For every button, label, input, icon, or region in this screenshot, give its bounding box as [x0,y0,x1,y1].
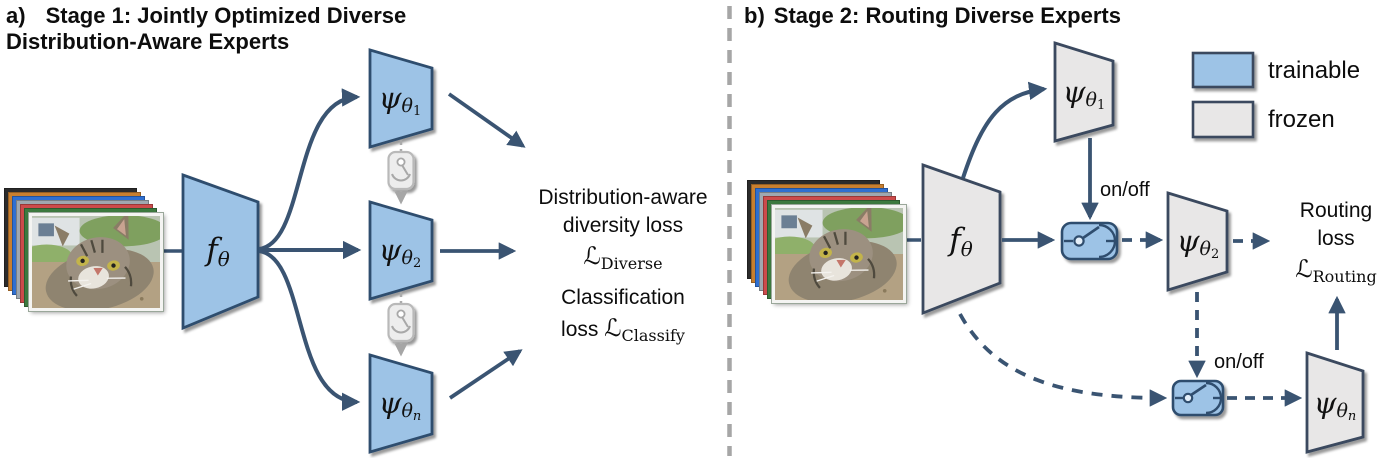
expert-a2-shape [368,200,434,301]
panel-a-title-prefix: a) [6,3,26,28]
out-arrow-a1 [447,92,526,148]
toggle-switch-icon-a2 [387,292,415,357]
dashed-arrow-encoder-to-switch2 [958,313,1168,407]
panel-a-title-line2: Distribution-Aware Experts [6,29,290,54]
classification-loss-label: Classification loss ℒClassify [561,286,685,345]
onoff-label-2: on/off [1214,351,1264,373]
expert-a1-shape [368,48,434,149]
routing-loss-label: Routing loss ℒRouting [1295,199,1377,286]
panel-b-title: b) Stage 2: Routing Diverse Experts [744,3,1264,29]
expert-b1-shape [1053,41,1115,143]
legend-frozen-swatch [1191,100,1255,139]
onoff-label-1: on/off [1100,179,1150,201]
out-arrow-an [448,349,523,400]
encoder-b-shape [921,163,1002,316]
expert-b2-shape [1166,191,1229,292]
fan-arrow-top [258,88,361,251]
panel-b-title-line1: Stage 2: Routing Diverse Experts [773,3,1121,28]
toggle-switch-icon-a1 [387,140,415,205]
fan-arrow-bottom [258,249,361,411]
legend-frozen-label: frozen [1268,106,1335,133]
panel-b-title-prefix: b) [744,3,765,28]
expert-an-shape [368,353,434,454]
panel-b-graphics [901,41,1365,454]
diversity-loss-label: Distribution-aware diversity loss ℒDiver… [538,186,708,273]
input-image-stack-b [747,180,907,304]
panel-a-title-line1: Stage 1: Jointly Optimized Diverse [45,3,407,28]
legend-trainable-swatch [1191,51,1255,89]
legend-trainable-label: trainable [1268,57,1361,84]
cat-photo [771,204,907,304]
arrow-encoder-to-expert-b1 [961,81,1048,179]
input-image-stack-a [4,188,164,312]
panel-a-title: a) Stage 1: Jointly Optimized Diverse Dis… [6,3,526,55]
encoder-a-shape [181,173,260,331]
toggle-switch-icon-b2 [1171,379,1225,417]
toggle-switch-icon-b1 [1060,221,1119,261]
expert-bn-shape [1305,351,1365,454]
panel-a-graphics [157,48,526,454]
cat-photo [28,212,164,312]
